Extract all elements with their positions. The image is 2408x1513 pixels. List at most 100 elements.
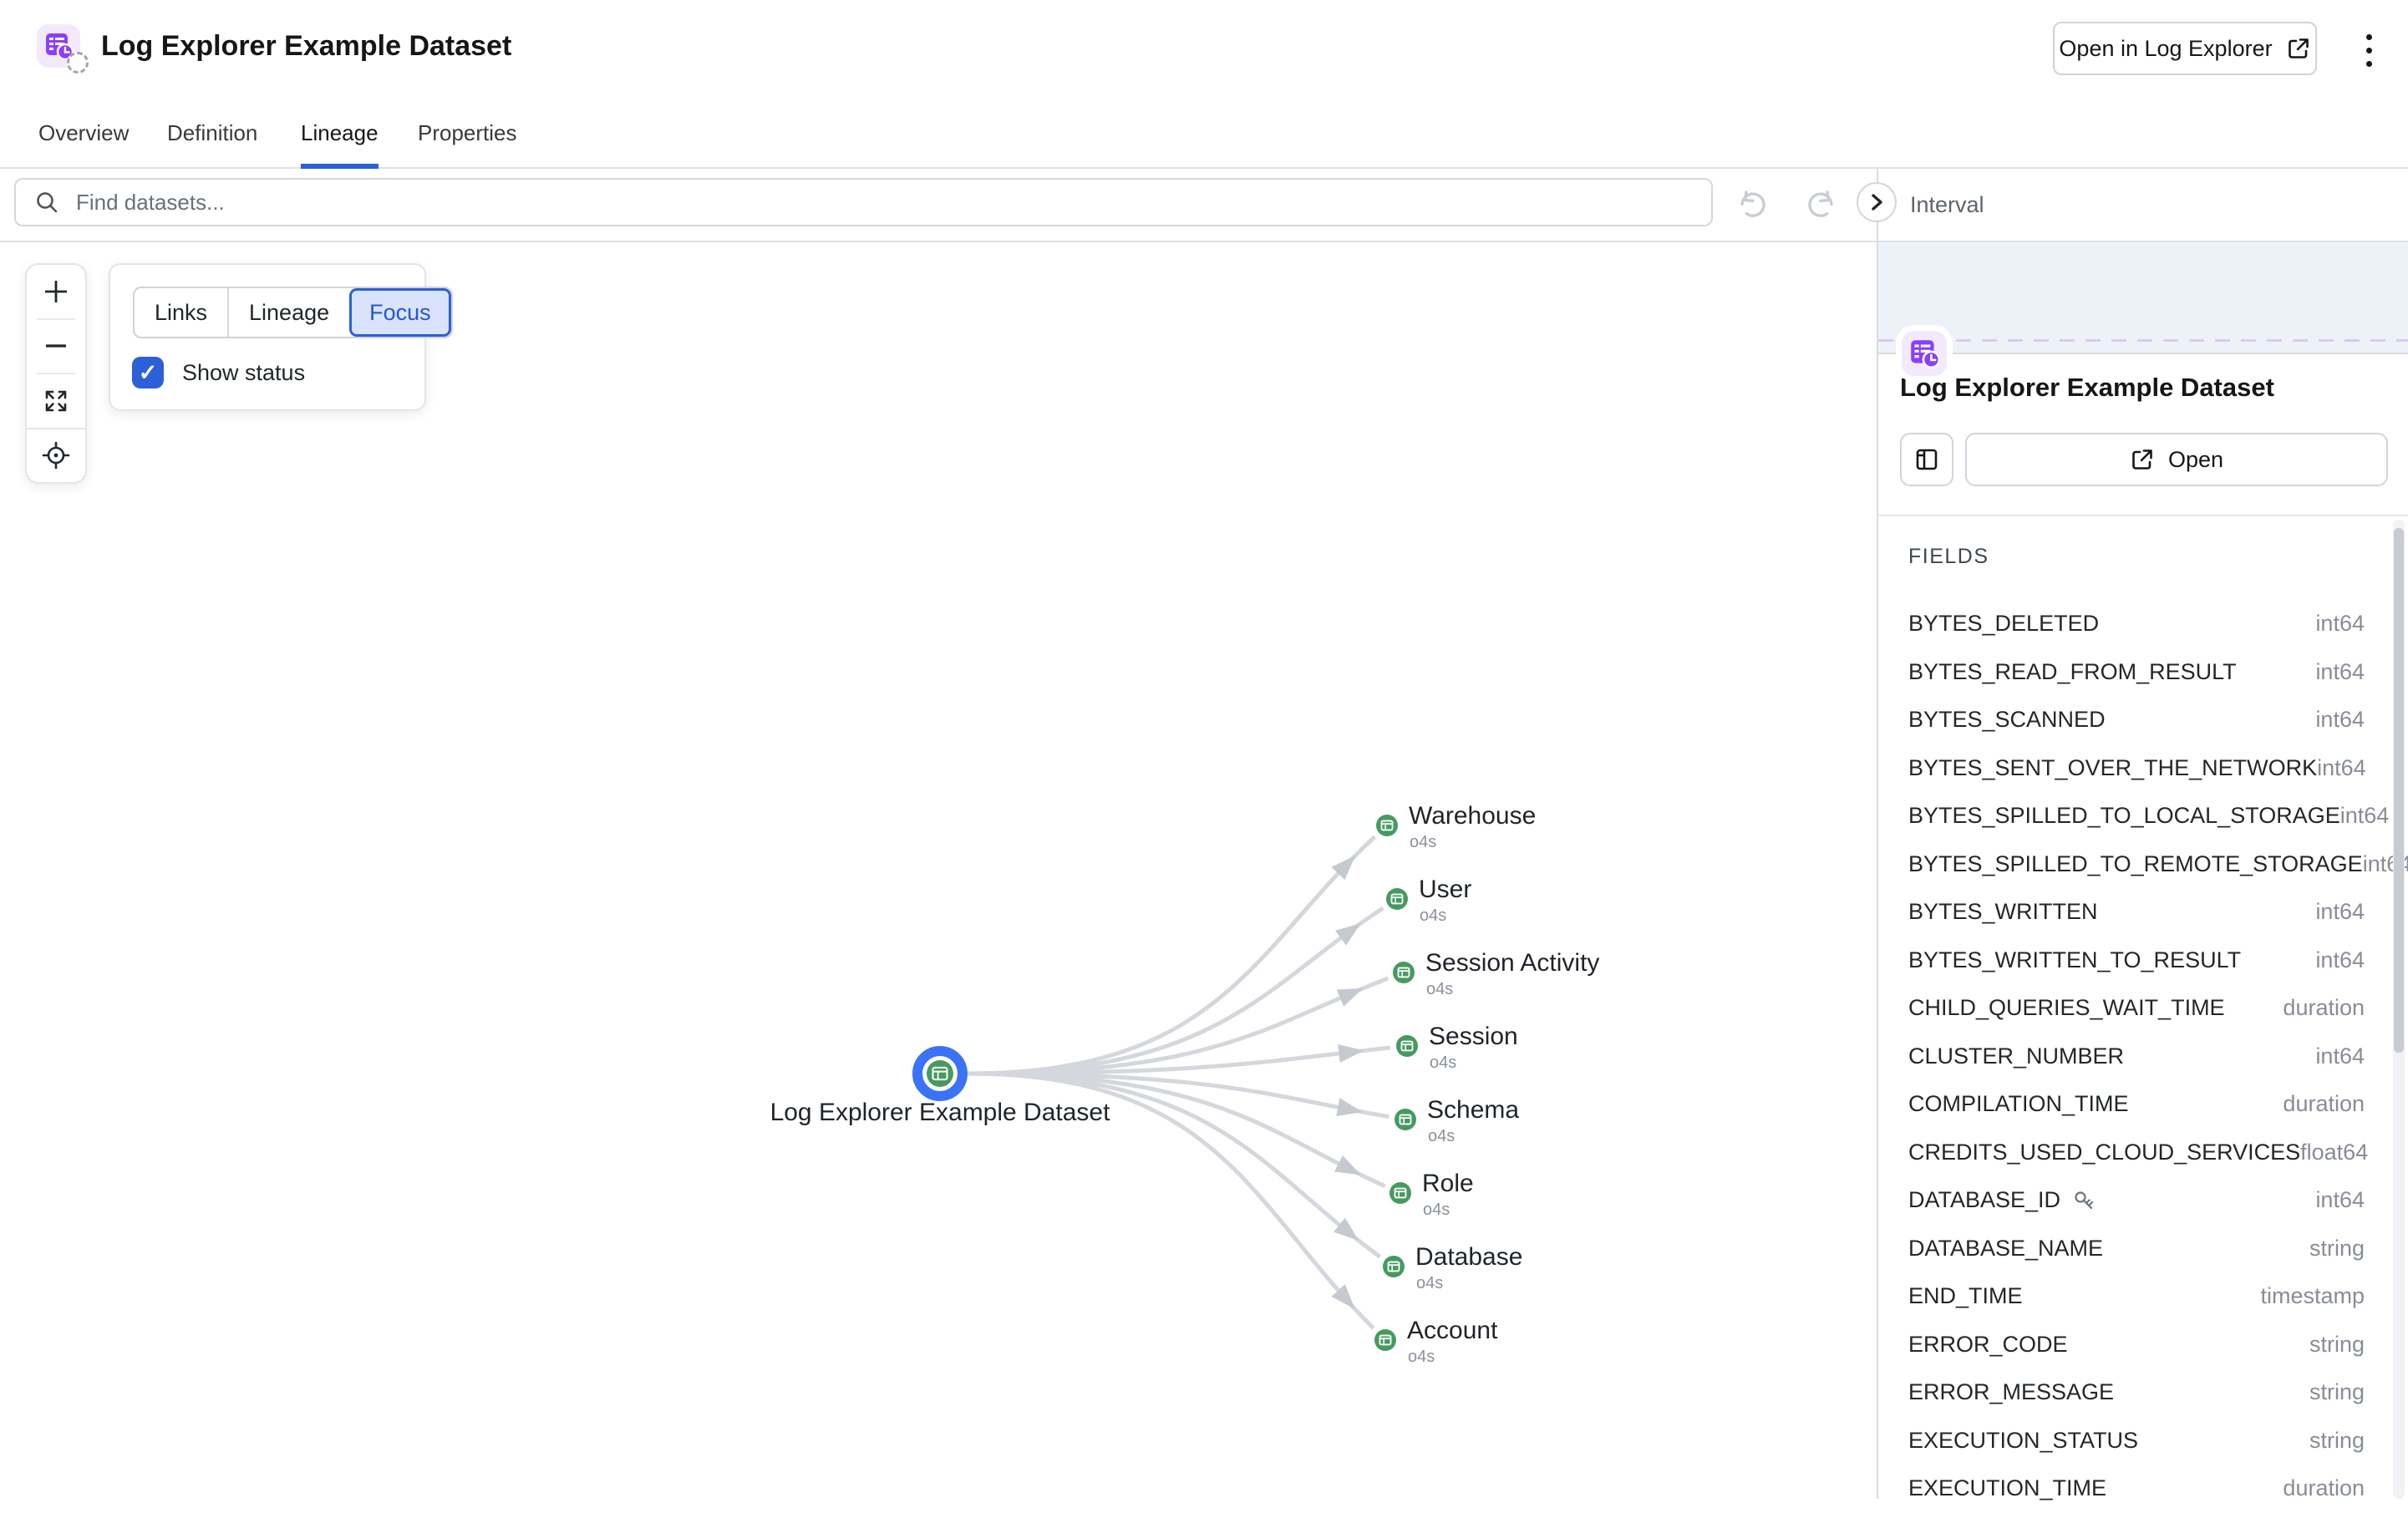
- chevron-right-icon: [1872, 194, 1882, 211]
- field-type: int64: [2315, 611, 2365, 637]
- edge-arrow-icon: [1338, 1044, 1364, 1063]
- fields-list: BYTES_DELETED int64 BYTES_READ_FROM_RESU…: [1908, 600, 2408, 1513]
- field-row[interactable]: BYTES_DELETED int64: [1908, 600, 2365, 648]
- dataset-icon: [1902, 331, 1947, 376]
- zoom-out-button[interactable]: [27, 320, 85, 373]
- field-row[interactable]: ERROR_CODE string: [1908, 1321, 2365, 1369]
- field-type: int64: [2317, 754, 2366, 780]
- mode-focus[interactable]: Focus: [349, 288, 451, 337]
- field-type: int64: [2339, 803, 2390, 829]
- app-header: Log Explorer Example Dataset Open in Log…: [0, 0, 2408, 99]
- node-sublabel: o4s: [1408, 1348, 1435, 1366]
- overflow-menu-icon[interactable]: [2360, 28, 2377, 72]
- field-row[interactable]: ERROR_MESSAGE string: [1908, 1368, 2365, 1417]
- panel-dataset-title: Log Explorer Example Dataset: [1900, 373, 2274, 402]
- minus-icon: [46, 344, 66, 348]
- side-panel-layout-button[interactable]: [1900, 433, 1953, 486]
- tab-lineage[interactable]: Lineage: [301, 99, 378, 169]
- graph-node-center[interactable]: Log Explorer Example Dataset: [770, 1046, 1111, 1126]
- field-type: duration: [2283, 995, 2365, 1021]
- user-icon: [1390, 893, 1404, 905]
- node-label: Role: [1422, 1170, 1474, 1197]
- graph-mode-card: Links Lineage Focus ✓ Show status: [109, 263, 453, 411]
- scrollbar-thumb[interactable]: [2394, 528, 2404, 1053]
- search-icon: [37, 192, 58, 213]
- status-badge: [67, 52, 89, 74]
- node-sublabel: o4s: [1410, 833, 1436, 851]
- tab-properties[interactable]: Properties: [418, 119, 517, 145]
- field-row[interactable]: BYTES_SPILLED_TO_LOCAL_STORAGE int64: [1908, 792, 2389, 840]
- plus-icon: [45, 280, 67, 302]
- field-row[interactable]: END_TIME timestamp: [1908, 1272, 2365, 1321]
- field-name: COMPILATION_TIME: [1908, 1091, 2129, 1117]
- field-type: int64: [2315, 899, 2365, 925]
- field-type: timestamp: [2260, 1283, 2365, 1309]
- field-row[interactable]: BYTES_SCANNED int64: [1908, 696, 2365, 744]
- lineage-edge: [967, 1071, 1386, 1189]
- tab-overview[interactable]: Overview: [38, 119, 130, 145]
- session-activity-icon: [1397, 967, 1410, 978]
- redo-icon[interactable]: [1803, 187, 1840, 224]
- node-sublabel: o4s: [1430, 1054, 1456, 1072]
- edge-arrow-icon: [1336, 1098, 1363, 1117]
- open-in-log-explorer-label: Open in Log Explorer: [2059, 35, 2273, 61]
- field-row[interactable]: CREDITS_USED_CLOUD_SERVICES float64: [1908, 1129, 2368, 1177]
- session-icon: [1400, 1040, 1414, 1052]
- field-type: string: [2309, 1235, 2365, 1261]
- schema-icon: [1399, 1114, 1412, 1125]
- field-row[interactable]: BYTES_SPILLED_TO_REMOTE_STORAGE int64: [1908, 840, 2408, 889]
- field-type: duration: [2283, 1091, 2365, 1117]
- search-input[interactable]: [76, 189, 1693, 216]
- checkbox-checked-icon[interactable]: ✓: [132, 357, 164, 388]
- field-row[interactable]: COMPILATION_TIME duration: [1908, 1080, 2365, 1129]
- field-row[interactable]: DATABASE_NAME string: [1908, 1225, 2365, 1273]
- show-status-toggle[interactable]: ✓ Show status: [132, 357, 305, 388]
- field-type: int64: [2315, 1187, 2365, 1213]
- field-type: int64: [2315, 707, 2365, 733]
- node-label: Schema: [1427, 1096, 1519, 1124]
- field-row[interactable]: EXECUTION_STATUS string: [1908, 1417, 2365, 1465]
- zoom-in-button[interactable]: [27, 265, 85, 318]
- field-type: int64: [2315, 658, 2365, 684]
- field-row[interactable]: DATABASE_ID int64: [1908, 1176, 2365, 1225]
- node-label: Warehouse: [1409, 802, 1536, 830]
- undo-icon[interactable]: [1734, 187, 1770, 224]
- field-row[interactable]: CHILD_QUERIES_WAIT_TIME duration: [1908, 984, 2365, 1033]
- fit-to-screen-button[interactable]: [27, 374, 85, 428]
- dataset-search[interactable]: [14, 178, 1713, 226]
- interval-label: Interval: [1910, 191, 1984, 217]
- open-label: Open: [2167, 446, 2224, 472]
- field-name: EXECUTION_STATUS: [1908, 1427, 2139, 1453]
- tab-definition[interactable]: Definition: [167, 119, 258, 145]
- mode-links[interactable]: Links: [155, 299, 208, 325]
- field-row[interactable]: BYTES_SENT_OVER_THE_NETWORK int64: [1908, 744, 2366, 793]
- field-name: ERROR_MESSAGE: [1908, 1379, 2115, 1405]
- field-type: string: [2309, 1427, 2365, 1453]
- field-row[interactable]: BYTES_WRITTEN_TO_RESULT int64: [1908, 937, 2365, 985]
- fields-section-label: FIELDS: [1908, 545, 1989, 568]
- recenter-button[interactable]: [27, 429, 85, 483]
- field-type: string: [2309, 1331, 2365, 1357]
- graph-node-warehouse[interactable]: Warehouse o4s: [1376, 802, 1536, 851]
- field-name: CREDITS_USED_CLOUD_SERVICES: [1908, 1139, 2301, 1165]
- field-row[interactable]: EXECUTION_TIME duration: [1908, 1465, 2365, 1513]
- page-title: Log Explorer Example Dataset: [101, 30, 512, 62]
- collapse-panel-button[interactable]: [1857, 182, 1897, 222]
- field-type: duration: [2283, 1475, 2365, 1501]
- zoom-controls: [25, 263, 87, 484]
- open-dataset-button[interactable]: Open: [1965, 433, 2388, 486]
- node-sublabel: o4s: [1420, 906, 1446, 925]
- field-row[interactable]: CLUSTER_NUMBER int64: [1908, 1033, 2365, 1081]
- open-in-log-explorer-button[interactable]: Open in Log Explorer: [2053, 22, 2317, 75]
- field-row[interactable]: BYTES_READ_FROM_RESULT int64: [1908, 648, 2365, 697]
- field-row[interactable]: BYTES_WRITTEN int64: [1908, 888, 2365, 937]
- mode-lineage[interactable]: Lineage: [227, 288, 349, 337]
